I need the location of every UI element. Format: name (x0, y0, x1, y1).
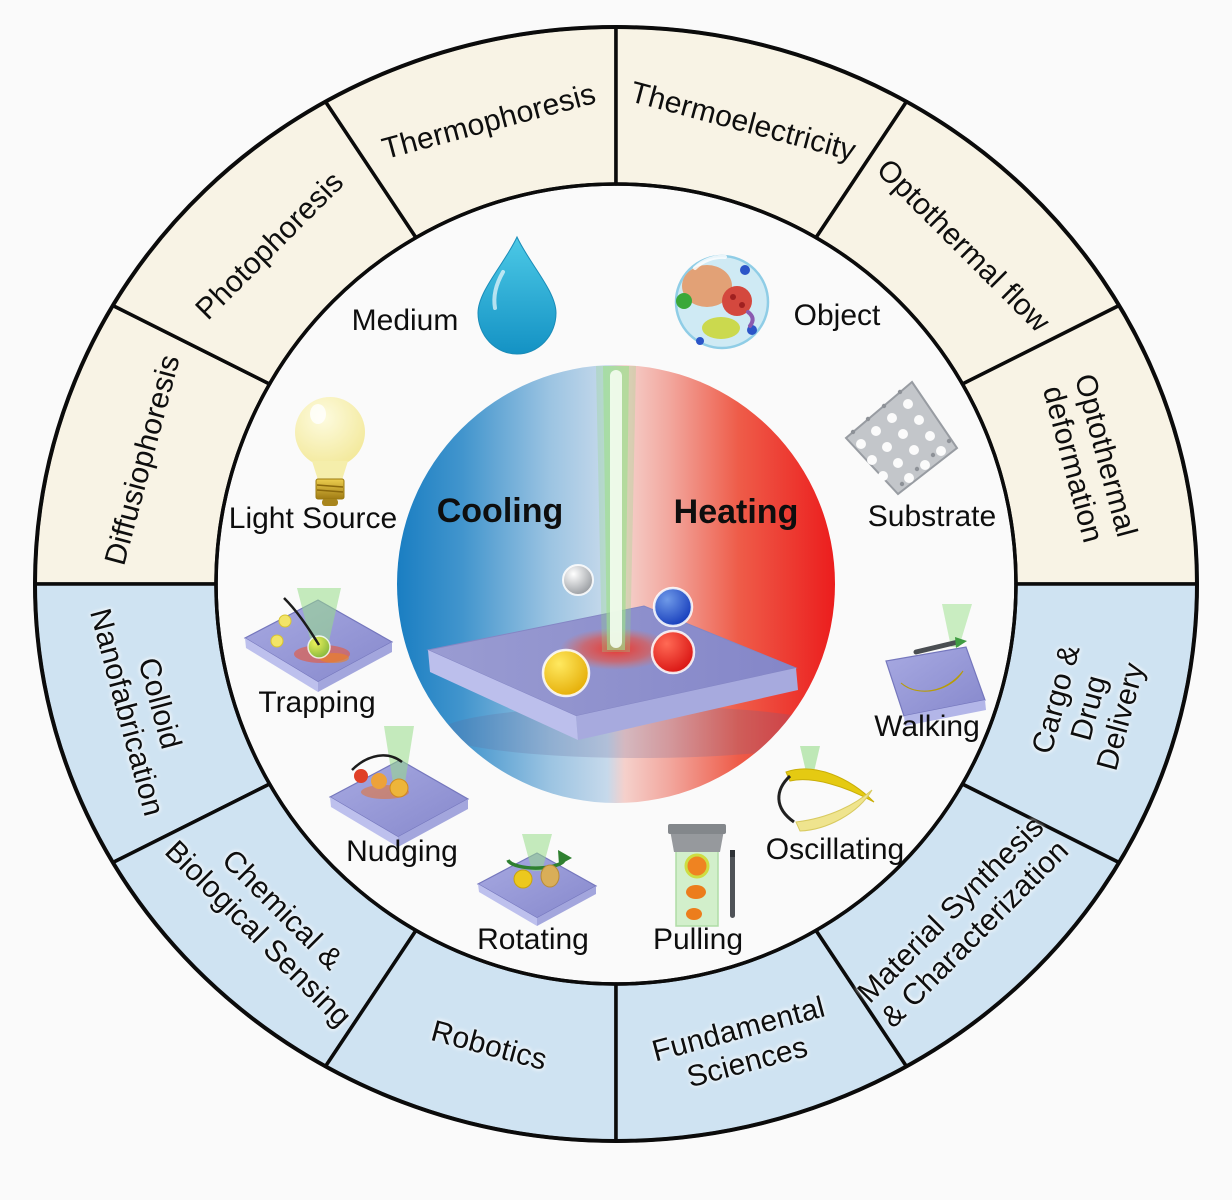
lattice-icon (844, 380, 959, 496)
outer-ring-border (33, 25, 1199, 1143)
outer-ring (33, 25, 1199, 1143)
laser-beam-icon (596, 366, 636, 652)
center-circle (397, 365, 835, 803)
label-medium: Medium (351, 304, 459, 338)
droplet-icon (477, 235, 557, 355)
yellow-particle (541, 648, 591, 698)
label-nudging: Nudging (346, 835, 458, 869)
trapping-icon (243, 588, 394, 692)
walking-icon (885, 604, 986, 726)
label-walking: Walking (874, 710, 980, 744)
label-pulling: Pulling (652, 923, 744, 957)
oscillating-icon (777, 746, 875, 832)
gray-particle (562, 564, 594, 596)
blue-particle (652, 586, 694, 628)
label-object: Object (793, 299, 881, 333)
nudging-icon (328, 726, 470, 847)
label-substrate: Substrate (867, 500, 997, 534)
label-rotating: Rotating (477, 923, 589, 957)
inner-ring-border (214, 182, 1018, 986)
cell-icon (674, 254, 770, 350)
label-light-source: Light Source (228, 502, 398, 536)
pulling-icon (668, 824, 735, 927)
label-oscillating: Oscillating (765, 833, 905, 867)
label-trapping: Trapping (258, 686, 376, 720)
rotating-icon (476, 834, 598, 926)
light-bulb-icon (295, 397, 365, 506)
red-particle (650, 629, 696, 675)
label-heating: Heating (673, 492, 799, 531)
label-cooling: Cooling (436, 491, 564, 530)
